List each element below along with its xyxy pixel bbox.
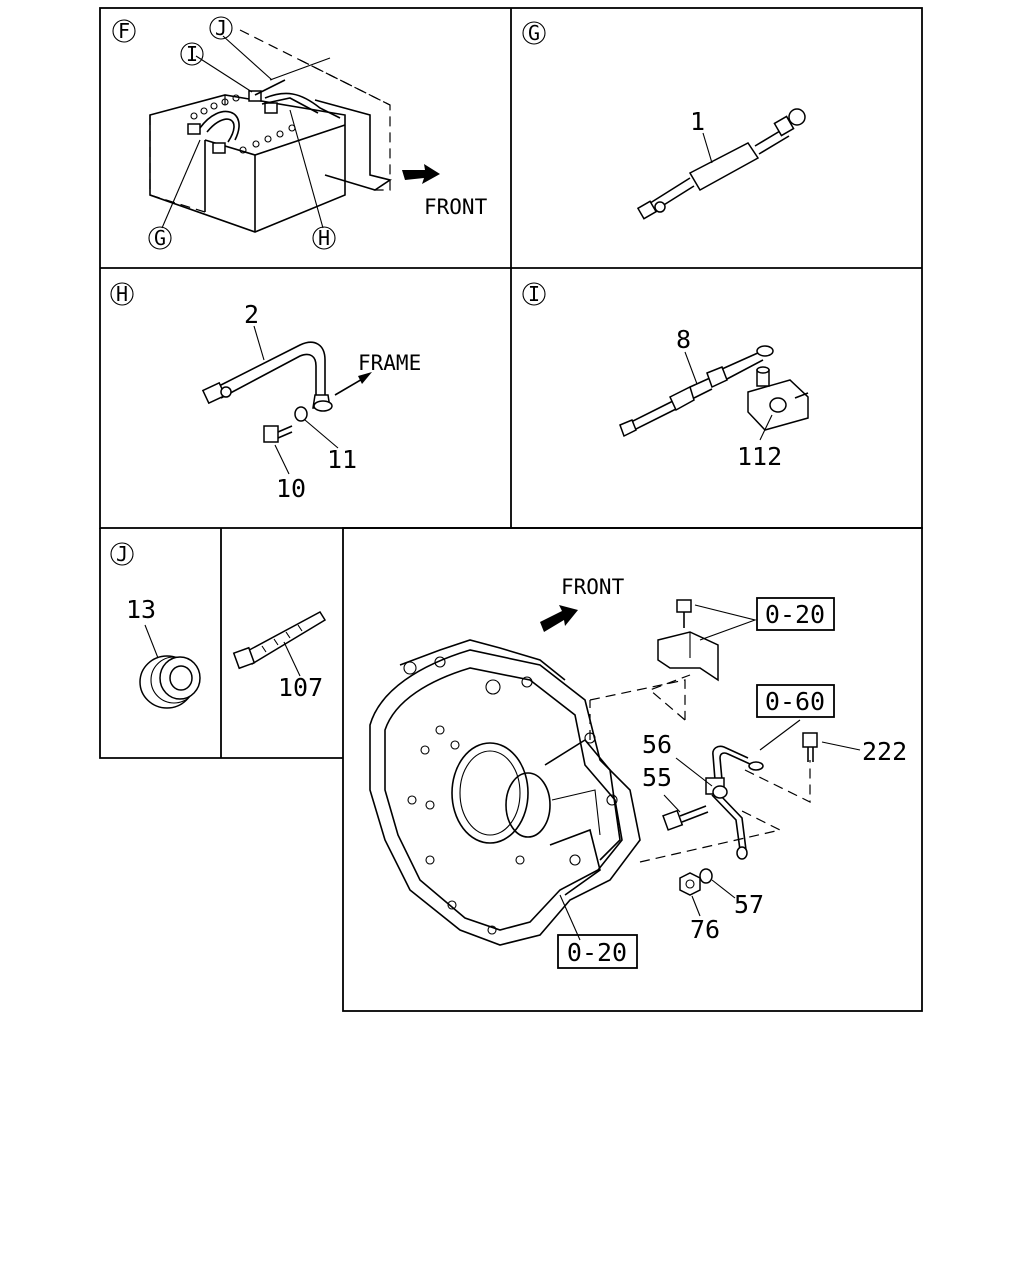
part-112-clamp [747,366,809,431]
svg-text:0-20: 0-20 [567,938,627,967]
leader-i [195,55,253,93]
vehicle-frame [239,29,392,191]
ref-box-0-20-top: 0-20 [756,597,835,631]
panel-frames [99,7,923,1012]
leader-1 [702,132,713,164]
battery-cables [199,79,341,143]
leader-55 [663,794,681,813]
leader-g [161,139,201,229]
leader-h [289,109,324,229]
part-number-55: 55 [642,763,672,792]
part-number-57: 57 [734,890,764,919]
front-label-transmission: FRONT [561,575,625,599]
part-number-8: 8 [676,325,691,354]
svg-text:0-20: 0-20 [765,600,825,629]
panel-g: G 1 [522,21,806,220]
leader-13 [144,624,159,659]
part-number-112: 112 [737,442,782,471]
assembly-line-bracket-2 [648,674,691,721]
leader-112 [759,414,773,441]
frame-arrow-icon [334,377,365,396]
part-2-cable [201,341,333,412]
panel-letter-f: F [112,19,136,43]
ref-box-0-60: 0-60 [756,684,835,718]
part-55-bolt [662,805,709,831]
leader-56 [675,757,713,787]
part-number-76: 76 [690,915,720,944]
part-10-bolt [263,425,293,443]
panel-j: J 13 107 [110,542,327,709]
svg-text:G: G [154,226,166,250]
part-number-10: 10 [276,474,306,503]
svg-text:I: I [528,282,540,306]
svg-text:I: I [186,42,198,66]
leader-57 [711,879,736,899]
bracket-assembly [657,599,719,682]
part-76-nut [679,872,701,896]
panel-h: H 2 10 11 FRAME [110,282,421,503]
part-11-washer [294,406,308,422]
svg-text:H: H [318,226,330,250]
part-57-washer [699,868,713,884]
part-107-tie [232,611,327,670]
svg-text:0-60: 0-60 [765,687,825,716]
part-13-grommet [139,655,201,709]
part-number-13: 13 [126,595,156,624]
part-222-bolt [802,732,818,762]
leader-10 [274,444,290,475]
part-number-56: 56 [642,730,672,759]
part-56-nut [712,785,728,799]
battery [149,90,346,233]
part-8-cable [619,345,774,438]
svg-text:H: H [116,282,128,306]
svg-text:G: G [528,21,540,45]
panel-i: I 8 112 [522,282,809,471]
panel-letter-g: G [522,21,546,45]
assembly-line-bolt-222 [744,760,811,803]
ground-strap [705,745,764,860]
leader-76 [691,895,701,917]
panel-letter-i: I [522,282,546,306]
leader-11 [304,419,339,449]
bell-housing [369,639,641,946]
part-number-2: 2 [244,300,259,329]
leader-107 [283,641,301,677]
leader-2 [253,325,265,361]
part-number-222: 222 [862,737,907,766]
part-number-107: 107 [278,673,323,702]
svg-text:J: J [215,16,227,40]
front-arrow-icon-transmission [540,605,578,632]
front-arrow-icon [402,164,440,184]
leader-ref-0-60 [759,719,801,751]
ref-box-0-20-bottom: 0-20 [557,934,638,969]
leader-8 [684,351,698,385]
panel-letter-j: J [110,542,134,566]
callout-g: G [148,226,172,250]
panel-letter-h: H [110,282,134,306]
leader-ref-0-20-bottom [559,894,581,941]
callout-i: I [180,42,204,66]
panel-transmission: FRONT [369,575,907,969]
panel-letter-f-text: F [118,19,130,43]
part-number-1: 1 [690,107,705,136]
callout-h: H [312,226,336,250]
front-label-f: FRONT [424,195,488,219]
leader-ref-0-20-top [694,604,757,641]
part-1-cable [636,108,806,220]
leader-222 [821,741,861,751]
assembly-line-strap [639,809,782,863]
part-number-11: 11 [327,445,357,474]
assembly-line-bracket [589,679,686,720]
svg-text:J: J [116,542,128,566]
leader-j [222,35,273,81]
frame-label: FRAME [358,351,421,375]
callout-j: J [209,16,233,40]
panel-f: F [112,16,488,250]
